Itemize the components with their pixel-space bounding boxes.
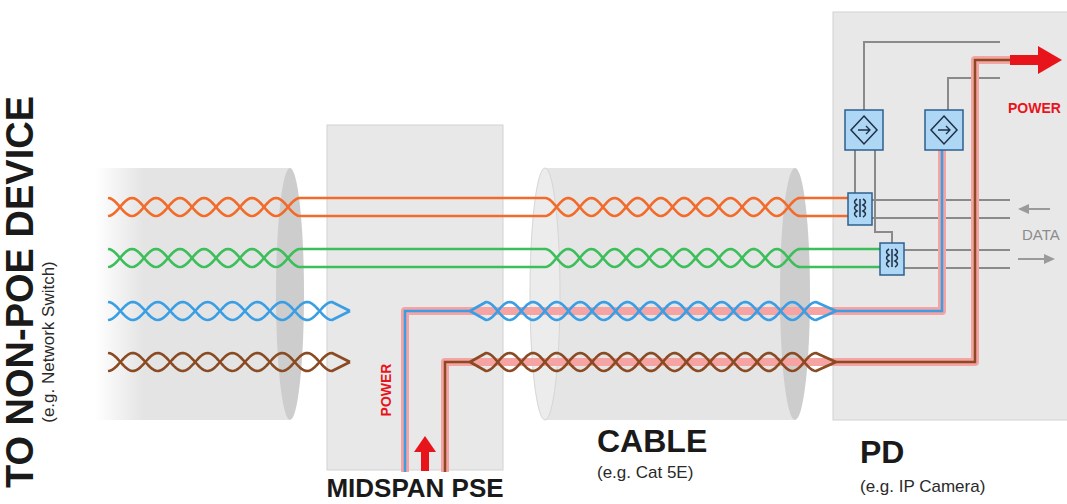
lead-wire (854, 150, 856, 193)
lead-wire (864, 42, 1000, 110)
diode-glyph (938, 126, 950, 134)
cable-shapes (95, 12, 1067, 470)
bridge-diamond (851, 116, 877, 144)
wire-strand (108, 198, 848, 216)
wire-strand (470, 353, 836, 371)
device-note: (e.g. Network Switch) (40, 261, 57, 423)
arrow-shaft (421, 451, 429, 471)
wire-strand (108, 353, 350, 371)
arrow-shaft (1028, 208, 1050, 210)
cable-end (780, 168, 810, 420)
bridge-box (845, 110, 883, 150)
arrow-head (1038, 46, 1062, 74)
transformer-box (880, 243, 904, 275)
wire-strand (108, 302, 350, 320)
coil-glyph (855, 199, 866, 217)
wire-strand (108, 249, 880, 267)
cable-section: CABLE(e.g. Cat 5E) (530, 168, 810, 420)
box-heading: MIDSPAN PSE (326, 475, 503, 501)
cable-note: (e.g. Cat 5E) (597, 464, 693, 481)
midspan-box: MIDSPAN PSE (327, 125, 503, 470)
transformer-box (848, 193, 872, 225)
bridge-diamond (931, 116, 957, 144)
wire-strand (108, 302, 350, 320)
cable-section: TO NON-POE DEVICE(e.g. Network Switch) (95, 168, 305, 420)
wire-strand (470, 302, 836, 320)
power-wire (836, 150, 942, 311)
wire-strand (108, 353, 350, 371)
data-wire (904, 267, 1010, 269)
diode-glyph (858, 126, 870, 134)
arrow-head (414, 436, 436, 452)
twisted-pairs (108, 60, 1010, 472)
arrow-head (1044, 254, 1055, 264)
lead-wire (875, 150, 892, 243)
data-label: DATA (1022, 227, 1060, 242)
power-wire (836, 60, 1010, 362)
arrow-shaft (1010, 55, 1040, 65)
power-wire (445, 362, 470, 472)
bridge-box (925, 110, 963, 150)
arrow-shaft (1018, 258, 1045, 260)
data-wire (904, 249, 1010, 251)
wire-strand (108, 198, 848, 216)
arrow-head (1018, 204, 1029, 214)
coil-glyph (887, 249, 898, 267)
bridge-rectifier (845, 110, 963, 150)
device-heading: PD (860, 436, 904, 468)
device-box: PD(e.g. IP Camera) (833, 12, 1067, 420)
device-note: (e.g. IP Camera) (860, 478, 985, 495)
device-heading: TO NON-POE DEVICE (1, 96, 39, 488)
power-arrow (414, 46, 1062, 471)
transformer-symbol (848, 193, 904, 275)
power-label: POWER (379, 364, 393, 417)
wire-strand (470, 353, 836, 371)
power-wire (405, 311, 470, 472)
pd-grey-wires (855, 42, 1010, 268)
wire-strand (470, 302, 836, 320)
power-label: POWER (1008, 101, 1061, 115)
wire-strand (108, 249, 880, 267)
midspan-housing (327, 125, 503, 470)
cable-heading: CABLE (597, 425, 707, 457)
